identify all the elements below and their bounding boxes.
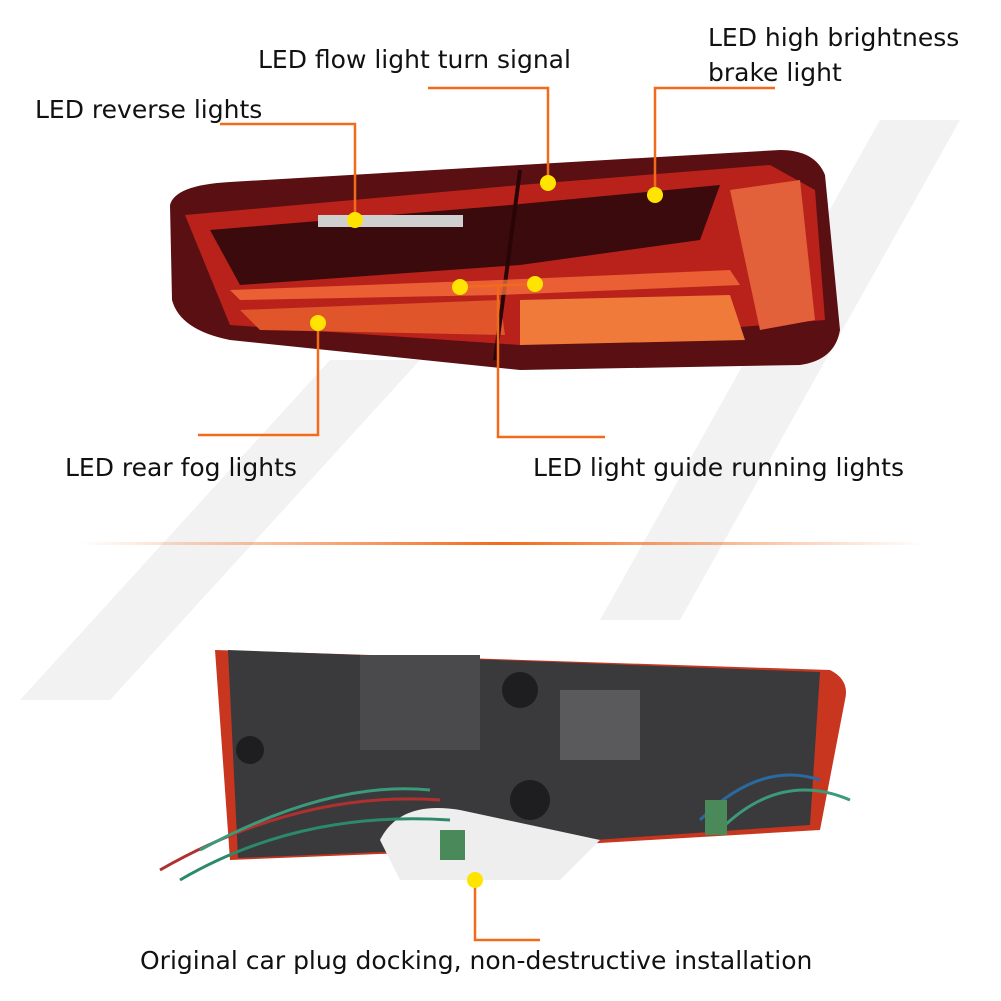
label-reverse-lights: LED reverse lights [35, 95, 263, 124]
tail-light-rear-view [159, 650, 851, 882]
fog-callout-line [198, 323, 320, 437]
label-brake-light-line1: LED high brightness [708, 23, 960, 52]
installation-callout [467, 872, 540, 942]
watermark-logo [20, 120, 960, 700]
fog-dot [310, 315, 326, 331]
running-callout-line [459, 282, 536, 289]
running-dot-left [452, 279, 468, 295]
brake-callout-line [653, 86, 775, 195]
label-rear-fog-lights: LED rear fog lights [65, 453, 297, 482]
label-brake-light-line2: brake light [708, 58, 842, 87]
label-running-lights: LED light guide running lights [533, 453, 904, 482]
running-dot-right [527, 276, 543, 292]
reverse-dot [347, 212, 363, 228]
flow-dot [540, 175, 556, 191]
brake-dot [647, 187, 663, 203]
reverse-callout-line [220, 122, 357, 220]
label-installation: Original car plug docking, non-destructi… [140, 946, 813, 975]
section-divider [80, 542, 925, 545]
tail-light-front-view [170, 150, 840, 370]
running-callout-line-2 [496, 287, 605, 439]
flow-callout-line [428, 86, 550, 183]
callout-lines [198, 86, 775, 439]
label-flow-turn-signal: LED flow light turn signal [258, 45, 571, 74]
